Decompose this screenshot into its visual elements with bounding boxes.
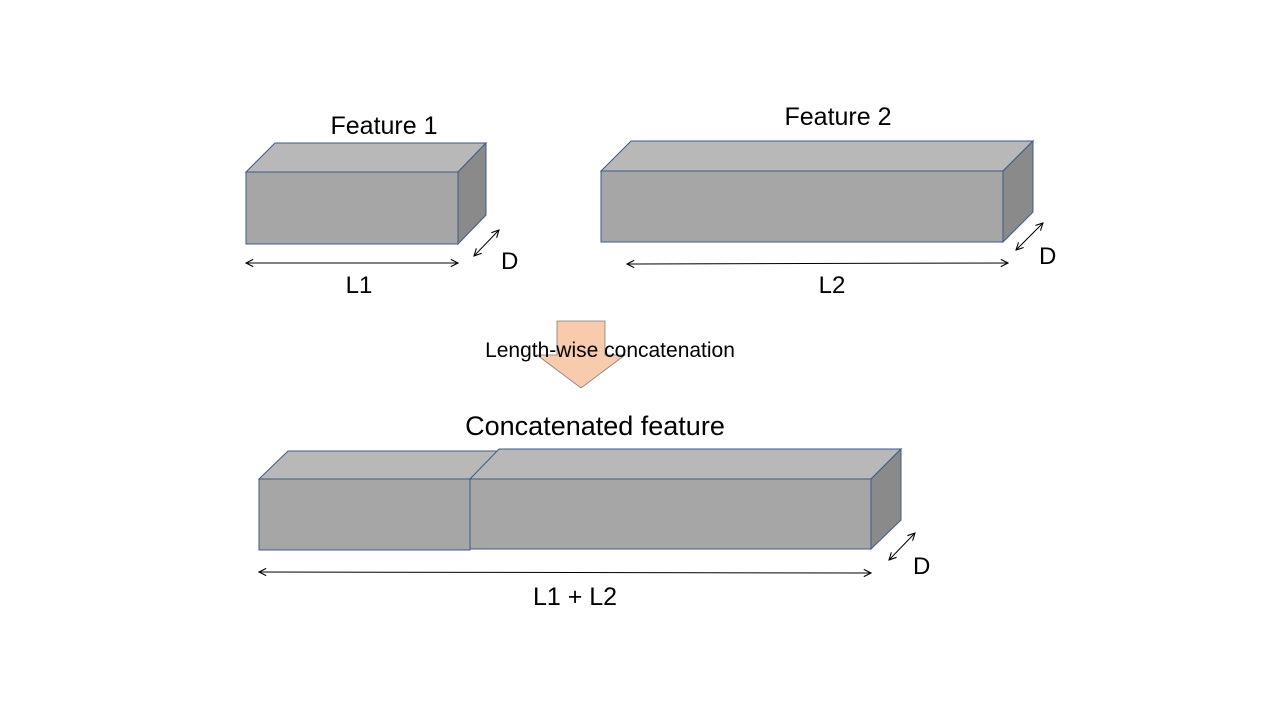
feature-1-title: Feature 1 — [330, 112, 437, 140]
concatenation-down-arrow — [535, 320, 627, 389]
l2-label: L2 — [819, 272, 846, 299]
feature-1-block — [244, 141, 488, 246]
operation-label: Length-wise concatenation — [485, 339, 735, 362]
depth-1-label: D — [501, 248, 518, 275]
concatenated-block — [257, 447, 903, 551]
feature-1-top-face — [244, 142, 488, 173]
concat-right-top-face — [468, 448, 903, 480]
concat-right-front-face — [469, 478, 872, 550]
feature-2-front-face — [600, 170, 1004, 243]
feature-1-front-face — [245, 171, 459, 245]
concatenated-title: Concatenated feature — [465, 411, 725, 441]
concat-left-front-face — [258, 478, 471, 551]
depth-3-label: D — [913, 553, 930, 580]
l1-plus-l2-dimension-arrow — [259, 572, 871, 573]
depth-2-arrow — [1016, 223, 1043, 250]
l1-label: L1 — [346, 272, 373, 299]
l2-dimension-arrow — [627, 263, 1008, 264]
feature-2-block — [599, 139, 1035, 244]
concat-left-top-face — [257, 450, 501, 480]
depth-1-arrow — [474, 230, 499, 256]
depth-3-arrow — [889, 533, 915, 560]
depth-2-label: D — [1039, 243, 1056, 270]
feature-2-top-face — [599, 140, 1035, 172]
feature-2-title: Feature 2 — [784, 103, 891, 131]
l1-plus-l2-label: L1 + L2 — [533, 583, 617, 611]
